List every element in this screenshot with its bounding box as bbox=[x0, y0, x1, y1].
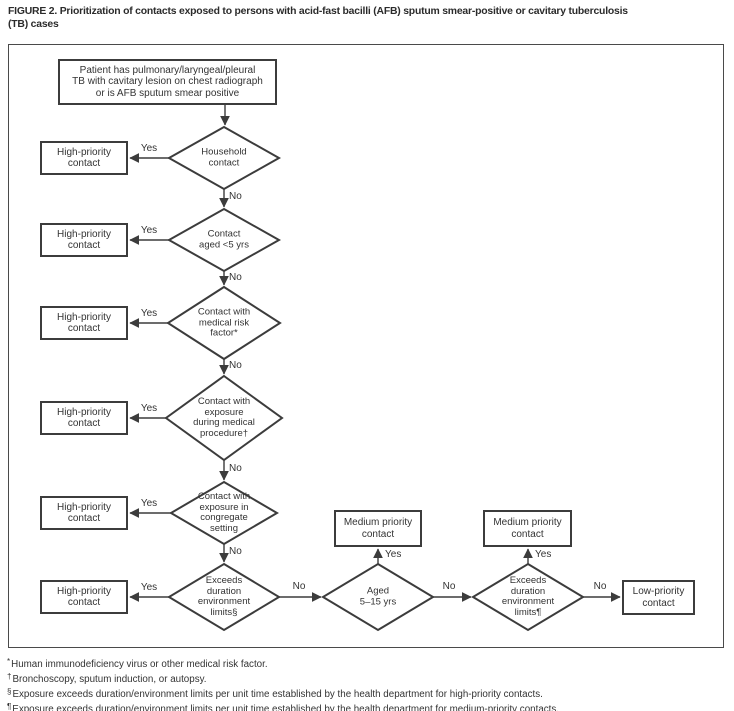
edge-label-yes-household: Yes bbox=[140, 143, 158, 154]
decision-risk-label: Contact with medical risk factor* bbox=[197, 306, 251, 339]
footnote-marker: † bbox=[7, 672, 12, 681]
edge-label-no-aged515: No bbox=[442, 581, 456, 592]
edge-label-no-household: No bbox=[229, 191, 242, 202]
edge-label-yes-congregate: Yes bbox=[140, 498, 158, 509]
outcome-high-priority-5: High-priority contact bbox=[40, 496, 128, 530]
footnote-marker: * bbox=[7, 657, 11, 666]
footnote-pilcrow: ¶Exposure exceeds duration/environment l… bbox=[7, 701, 729, 711]
edge-label-no-exceedsmedium: No bbox=[593, 581, 607, 592]
edge-label-yes-exceedshigh: Yes bbox=[140, 582, 158, 593]
decision-household-label: Household contact bbox=[201, 146, 247, 168]
start-node: Patient has pulmonary/laryngeal/pleural … bbox=[58, 59, 277, 105]
decision-aged515-shape bbox=[321, 562, 435, 632]
outcome-high-priority-6: High-priority contact bbox=[40, 580, 128, 614]
footnote-text: Bronchoscopy, sputum induction, or autop… bbox=[12, 674, 207, 685]
decision-congregate-label: Contact with exposure in congregate sett… bbox=[197, 491, 251, 534]
decision-procedure-label: Contact with exposure during medical pro… bbox=[193, 396, 255, 439]
edge-label-no-procedure: No bbox=[229, 463, 242, 474]
footnote-text: Human immunodeficiency virus or other me… bbox=[11, 659, 268, 670]
decision-aged5-label: Contact aged <5 yrs bbox=[199, 228, 249, 250]
footnotes: *Human immunodeficiency virus or other m… bbox=[7, 656, 729, 711]
edge-label-yes-exceedsmedium: Yes bbox=[535, 549, 552, 560]
outcome-low-priority: Low-priority contact bbox=[622, 580, 695, 615]
outcome-high-priority-1: High-priority contact bbox=[40, 141, 128, 175]
decision-exceedshigh-label: Exceeds duration environment limits§ bbox=[197, 575, 251, 618]
footnote-dagger: †Bronchoscopy, sputum induction, or auto… bbox=[7, 671, 729, 686]
decision-exceedsmedium-label: Exceeds duration environment limits¶ bbox=[501, 575, 555, 618]
edge-label-yes-procedure: Yes bbox=[140, 403, 158, 414]
edge-label-yes-aged5: Yes bbox=[140, 225, 158, 236]
outcome-medium-priority-2: Medium priority contact bbox=[483, 510, 572, 547]
decision-congregate-shape bbox=[169, 480, 279, 546]
decision-exceedsmedium-shape bbox=[471, 562, 585, 632]
edge-label-no-congregate: No bbox=[229, 546, 242, 557]
footnote-text: Exposure exceeds duration/environment li… bbox=[12, 704, 560, 711]
edge-label-yes-aged515: Yes bbox=[385, 549, 402, 560]
figure-title: FIGURE 2. Prioritization of contacts exp… bbox=[8, 6, 628, 30]
edge-label-no-aged5: No bbox=[229, 272, 242, 283]
footnote-marker: ¶ bbox=[7, 702, 12, 711]
decision-risk-shape bbox=[166, 285, 282, 361]
edge-label-yes-risk: Yes bbox=[140, 308, 158, 319]
outcome-high-priority-3: High-priority contact bbox=[40, 306, 128, 340]
footnote-marker: § bbox=[7, 687, 12, 696]
edge-label-no-risk: No bbox=[229, 360, 242, 371]
decision-aged515-label: Aged 5–15 yrs bbox=[359, 585, 397, 607]
footnote-section: §Exposure exceeds duration/environment l… bbox=[7, 686, 729, 701]
footnote-asterisk: *Human immunodeficiency virus or other m… bbox=[7, 656, 729, 671]
footnote-text: Exposure exceeds duration/environment li… bbox=[12, 689, 543, 700]
outcome-high-priority-2: High-priority contact bbox=[40, 223, 128, 257]
edge-label-no-exceedshigh: No bbox=[292, 581, 306, 592]
outcome-high-priority-4: High-priority contact bbox=[40, 401, 128, 435]
outcome-medium-priority-1: Medium priority contact bbox=[334, 510, 422, 547]
decision-procedure-shape bbox=[164, 374, 284, 462]
decision-household-shape bbox=[166, 125, 282, 191]
decision-aged5-shape bbox=[166, 207, 282, 273]
decision-exceedshigh-shape bbox=[167, 562, 281, 632]
